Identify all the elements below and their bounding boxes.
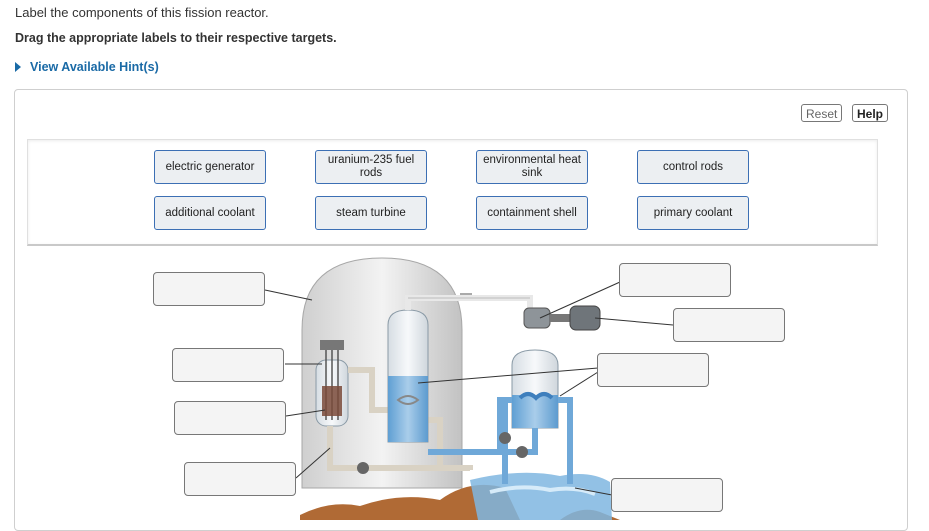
- cooling-water-out: [558, 397, 573, 484]
- triangle-right-icon: [15, 62, 21, 72]
- label-uranium-fuel-rods[interactable]: uranium-235 fuel rods: [315, 150, 427, 184]
- view-hints-link[interactable]: View Available Hint(s): [15, 60, 159, 74]
- question-instruction: Label the components of this fission rea…: [15, 5, 269, 20]
- leader-line: [539, 281, 621, 319]
- view-hints-label: View Available Hint(s): [30, 60, 159, 74]
- control-rod-drive: [320, 340, 344, 350]
- fission-reactor-diagram: [264, 257, 674, 520]
- fuel-rods: [322, 386, 342, 416]
- feed-pump: [516, 446, 528, 458]
- drop-target-2[interactable]: [172, 348, 284, 382]
- drop-target-1[interactable]: [153, 272, 265, 306]
- condenser-water: [512, 395, 558, 428]
- drop-target-5[interactable]: [619, 263, 731, 297]
- heat-sink-water: [470, 472, 612, 520]
- label-additional-coolant[interactable]: additional coolant: [154, 196, 266, 230]
- primary-loop-hot: [348, 367, 395, 413]
- steam-turbine: [523, 307, 551, 329]
- label-control-rods[interactable]: control rods: [637, 150, 749, 184]
- leader-line: [574, 487, 613, 496]
- primary-loop-cold: [327, 426, 473, 471]
- heat-exchanger-coil: [396, 395, 420, 405]
- label-environmental-heat-sink[interactable]: environmental heat sink: [476, 150, 588, 184]
- leader-line: [264, 289, 313, 301]
- help-button[interactable]: Help: [852, 104, 889, 122]
- leader-line: [417, 367, 599, 384]
- leader-line: [285, 409, 326, 417]
- label-electric-generator[interactable]: electric generator: [154, 150, 266, 184]
- leader-line: [295, 447, 331, 479]
- reset-button[interactable]: Reset: [801, 104, 843, 122]
- drop-target-3[interactable]: [174, 401, 286, 435]
- condenser-pump: [499, 432, 511, 444]
- drop-target-8[interactable]: [611, 478, 723, 512]
- secondary-loop-return: [500, 428, 538, 455]
- leader-line: [594, 317, 674, 326]
- leader-line: [559, 371, 599, 397]
- drop-target-7[interactable]: [597, 353, 709, 387]
- drop-target-6[interactable]: [673, 308, 785, 342]
- label-steam-turbine[interactable]: steam turbine: [315, 196, 427, 230]
- label-containment-shell[interactable]: containment shell: [476, 196, 588, 230]
- ground: [300, 484, 520, 520]
- drop-target-4[interactable]: [184, 462, 296, 496]
- question-directions: Drag the appropriate labels to their res…: [15, 31, 337, 45]
- primary-pump: [357, 462, 369, 474]
- turbine-shaft: [550, 314, 570, 322]
- label-primary-coolant[interactable]: primary coolant: [637, 196, 749, 230]
- cooling-coil: [518, 392, 554, 401]
- heat-sink-ripple: [489, 485, 596, 496]
- steam-generator-water: [388, 376, 428, 442]
